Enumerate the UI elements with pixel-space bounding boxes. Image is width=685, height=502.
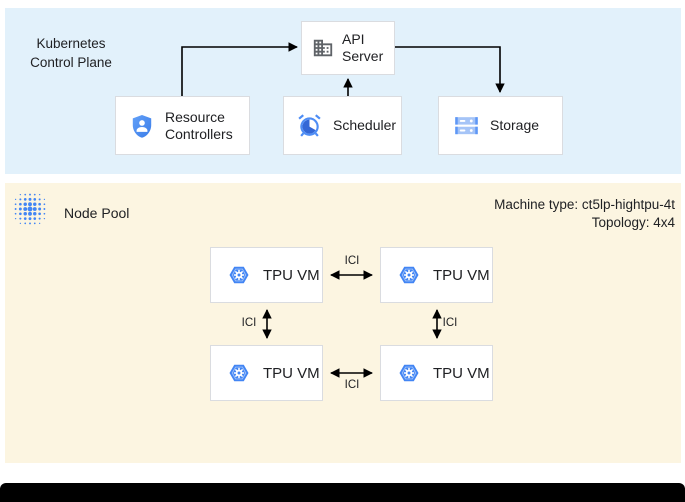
storage-label: Storage xyxy=(490,117,540,133)
control-plane-title: Kubernetes Control Plane xyxy=(30,36,112,70)
resource-controllers-box: Resource Controllers xyxy=(115,96,250,155)
tpu-vm-label: TPU VM xyxy=(433,364,490,382)
disk-stack-icon xyxy=(453,112,480,139)
machine-info: Machine type: ct5lp-hightpu-4t Topology:… xyxy=(494,196,675,231)
tpu-vm-box-top-right: TPU VM xyxy=(380,247,493,303)
topology-text: Topology: 4x4 xyxy=(591,214,675,230)
storage-box: Storage xyxy=(438,96,563,155)
shield-user-icon xyxy=(129,113,155,139)
scheduler-box: Scheduler xyxy=(283,96,402,155)
gke-hexagon-gear-icon xyxy=(397,361,421,385)
node-pool-panel xyxy=(5,183,681,463)
gke-hexagon-gear-icon xyxy=(227,263,251,287)
tpu-vm-label: TPU VM xyxy=(263,364,320,382)
gke-hexagon-gear-icon xyxy=(227,361,251,385)
alarm-clock-icon xyxy=(296,112,323,139)
api-server-label: API Server xyxy=(342,31,384,64)
building-icon xyxy=(312,37,334,59)
tpu-vm-box-top-left: TPU VM xyxy=(210,247,323,303)
resource-controllers-label: Resource Controllers xyxy=(165,108,233,142)
machine-type-text: Machine type: ct5lp-hightpu-4t xyxy=(494,197,675,212)
ici-label-top: ICI xyxy=(344,255,360,267)
tpu-vm-label: TPU VM xyxy=(263,266,320,284)
tpu-vm-box-bottom-left: TPU VM xyxy=(210,345,323,401)
api-server-box: API Server xyxy=(301,21,395,75)
dots-grid-icon xyxy=(14,193,46,225)
ici-label-left: ICI xyxy=(241,317,257,329)
scheduler-label: Scheduler xyxy=(333,117,397,133)
ici-label-bottom: ICI xyxy=(344,379,360,391)
node-pool-title: Node Pool xyxy=(64,205,130,221)
tpu-vm-box-bottom-right: TPU VM xyxy=(380,345,493,401)
gke-hexagon-gear-icon xyxy=(397,263,421,287)
bottom-window-bar xyxy=(0,483,685,502)
tpu-vm-label: TPU VM xyxy=(433,266,490,284)
ici-label-right: ICI xyxy=(442,317,458,329)
